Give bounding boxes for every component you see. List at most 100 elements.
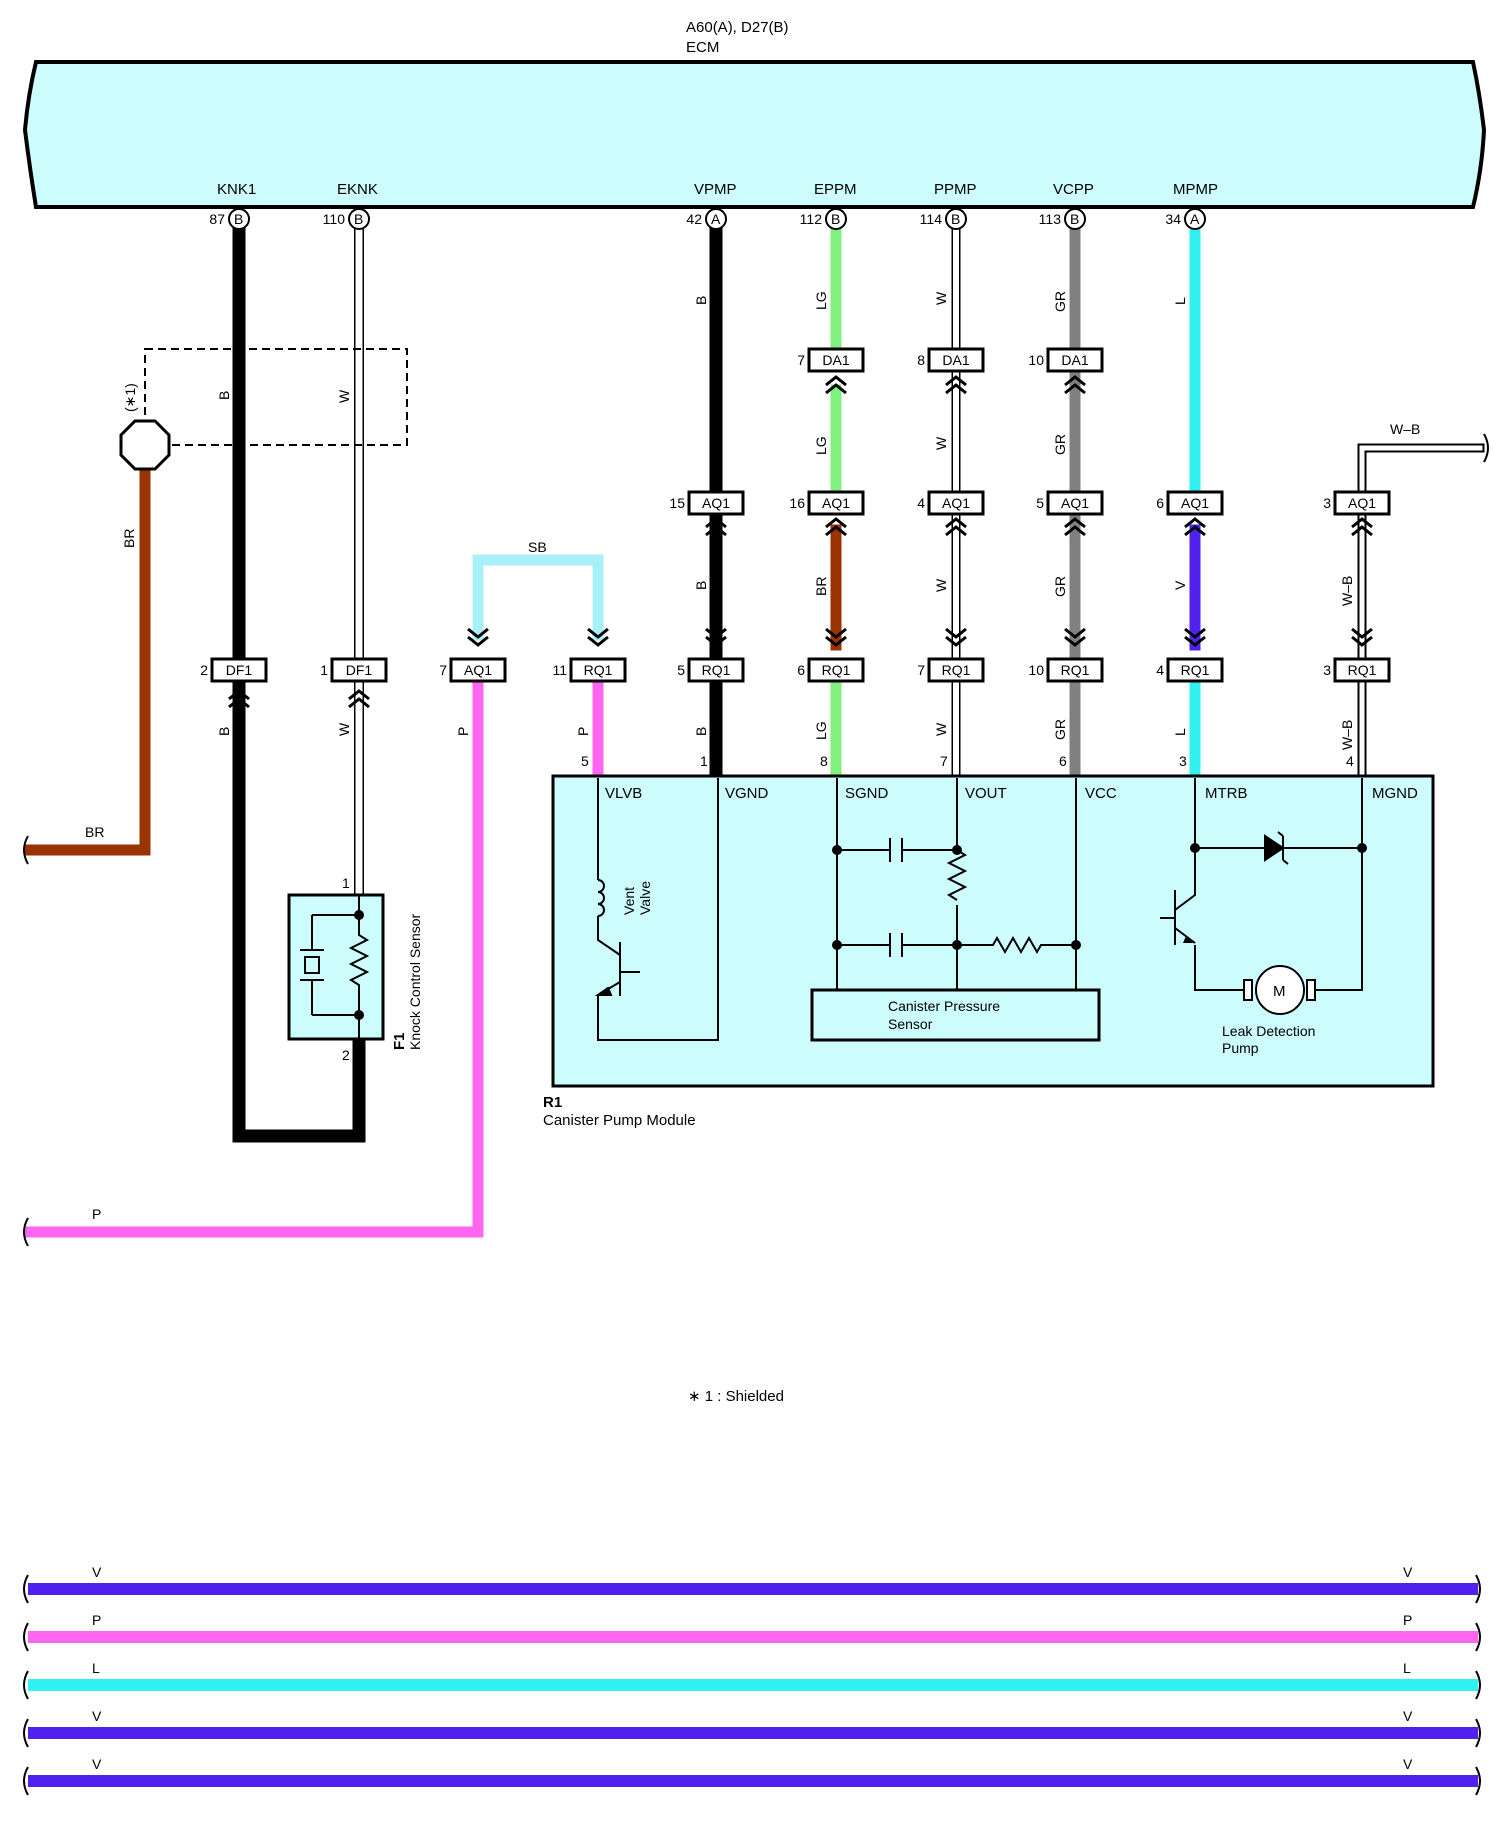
pin-number: 3 xyxy=(1323,662,1331,678)
svg-text:RQ1: RQ1 xyxy=(1348,662,1377,678)
wire-label: BR xyxy=(121,529,137,548)
pin-number: 2 xyxy=(342,1047,350,1063)
svg-text:RQ1: RQ1 xyxy=(822,662,851,678)
pressure-sensor-label: Sensor xyxy=(888,1016,933,1032)
knock-sensor: 1 2 F1 Knock Control Sensor xyxy=(287,875,423,1063)
ecm-pin-number: 114 xyxy=(920,211,943,227)
knock-sensor-name: Knock Control Sensor xyxy=(407,913,423,1050)
ecm-signal-eknk: EKNK xyxy=(337,181,378,198)
ecm-pin-number: 112 xyxy=(800,211,823,227)
connector-chevron-icon xyxy=(945,627,967,647)
wire-label: L xyxy=(1172,297,1188,305)
wires xyxy=(24,223,1485,1238)
module-pin-numbers: 5 1 8 7 6 3 4 xyxy=(581,753,1354,769)
module-name: Canister Pump Module xyxy=(543,1112,696,1129)
bottom-wire-label: V xyxy=(1403,1708,1413,1724)
pin-number: 4 xyxy=(1346,753,1354,769)
bottom-wire-label: P xyxy=(92,1612,101,1628)
pin-number: 7 xyxy=(917,662,925,678)
ecm-label: ECM xyxy=(686,39,719,56)
svg-text:RQ1: RQ1 xyxy=(584,662,613,678)
pin-number: 2 xyxy=(200,662,208,678)
break-mark-icon xyxy=(23,1670,29,1700)
break-mark-icon xyxy=(1475,1718,1481,1748)
svg-text:DF1: DF1 xyxy=(346,662,373,678)
ecm-pin-conn: B xyxy=(354,211,363,227)
wire-label: W xyxy=(933,436,949,450)
pressure-sensor-box xyxy=(810,988,1101,1042)
wire-label: B xyxy=(693,296,709,305)
ecm-pin-circle xyxy=(1184,208,1206,230)
connector-chevron-icon xyxy=(1351,627,1373,647)
svg-text:DA1: DA1 xyxy=(1061,352,1088,368)
bottom-wire-label: V xyxy=(1403,1756,1413,1772)
break-mark-icon xyxy=(23,1574,29,1604)
connector-chevron-icon xyxy=(825,375,847,395)
motor-icon: M xyxy=(1243,965,1316,1015)
ecm-pin-number: 87 xyxy=(209,211,225,227)
ecm-signal-vcpp: VCPP xyxy=(1053,181,1094,198)
wire-p-left xyxy=(24,674,484,1238)
chevron-group xyxy=(228,375,1373,709)
connector-chevron-icon xyxy=(348,689,370,709)
svg-text:RQ1: RQ1 xyxy=(1061,662,1090,678)
pin-number: 15 xyxy=(669,495,685,511)
connector-chevron-icon xyxy=(705,517,727,537)
bottom-wire-label: V xyxy=(92,1708,102,1724)
canister-pump-module: VLVB VGND SGND VOUT VCC MTRB MGND Vent V… xyxy=(543,774,1435,1129)
connector-da1: DA1 10 xyxy=(1028,347,1104,373)
valve-label: Valve xyxy=(637,881,653,915)
wire-label: W xyxy=(336,389,352,403)
coil-icon xyxy=(597,879,605,917)
break-mark-icon xyxy=(23,1766,29,1796)
bottom-wire-label: P xyxy=(1403,1612,1412,1628)
break-mark-icon xyxy=(1475,1670,1481,1700)
module-id: R1 xyxy=(543,1094,562,1111)
ecm-pin-conn: A xyxy=(1190,211,1200,227)
ecm-signal-vpmp: VPMP xyxy=(694,181,737,198)
ecm-pin-number: 42 xyxy=(686,211,702,227)
connector-chevron-icon xyxy=(1184,627,1206,647)
wire-label: P xyxy=(575,727,591,736)
vent-label: Vent xyxy=(621,887,637,915)
wire-label: W xyxy=(933,291,949,305)
wire-label: W–B xyxy=(1339,576,1355,606)
break-marks xyxy=(23,433,1489,1247)
wire-label: BR xyxy=(813,577,829,596)
connector-chevron-icon xyxy=(945,517,967,537)
pin-number: 1 xyxy=(700,753,708,769)
pin-number: 10 xyxy=(1028,352,1044,368)
ecm-pin-circle xyxy=(825,208,847,230)
bottom-wire-label: L xyxy=(1403,1660,1411,1676)
wire-label: LG xyxy=(813,436,829,455)
ecm-pin-number: 34 xyxy=(1165,211,1181,227)
pin-number: 8 xyxy=(917,352,925,368)
svg-text:AQ1: AQ1 xyxy=(942,495,970,511)
terminal-vout: VOUT xyxy=(965,785,1007,802)
wire-labels: B W B W P P SB BR BR P B B B LG LG BR LG… xyxy=(85,291,1420,1222)
svg-text:RQ1: RQ1 xyxy=(1181,662,1210,678)
wire-label: GR xyxy=(1052,719,1068,740)
wire-label: GR xyxy=(1052,434,1068,455)
connector-chevron-icon xyxy=(945,375,967,395)
wire-label: GR xyxy=(1052,291,1068,312)
wire-label: P xyxy=(92,1206,101,1222)
svg-text:AQ1: AQ1 xyxy=(1348,495,1376,511)
pin-number: 8 xyxy=(820,753,828,769)
pin-number: 3 xyxy=(1323,495,1331,511)
connector-chevron-icon xyxy=(1184,517,1206,537)
ecm-pin-circle xyxy=(945,208,967,230)
pin-number: 1 xyxy=(320,662,328,678)
terminal-vlvb: VLVB xyxy=(605,785,642,802)
ecm-block: A60(A), D27(B) ECM xyxy=(22,19,1487,209)
break-mark-icon xyxy=(1475,1622,1481,1652)
bottom-wire-label: V xyxy=(92,1756,102,1772)
